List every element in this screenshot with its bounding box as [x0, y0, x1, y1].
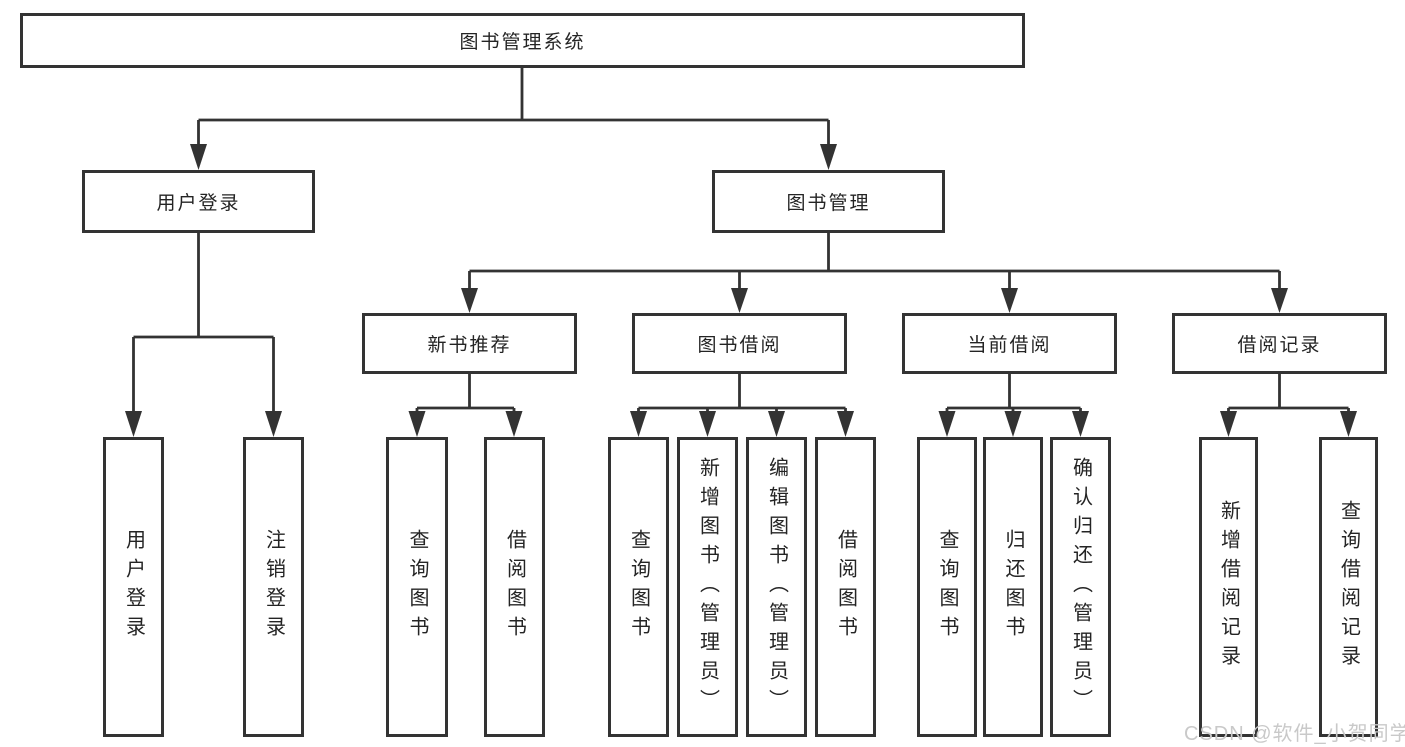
leaf-add-borrow-record: 新增借阅记录: [1199, 437, 1258, 737]
leaf-add-books-admin: 新增图书（管理员）: [677, 437, 738, 737]
node-new-book-recommend: 新书推荐: [362, 313, 577, 374]
node-label: 新增借阅记录: [1217, 500, 1240, 674]
leaf-user-login: 用户登录: [103, 437, 164, 737]
node-label: 新书推荐: [427, 335, 512, 356]
node-system-root: 图书管理系统: [20, 13, 1025, 68]
node-label: 图书借阅: [697, 335, 782, 356]
leaf-query-books: 查询图书: [386, 437, 448, 737]
node-label: 查询借阅记录: [1337, 500, 1360, 674]
node-label: 归还图书: [1002, 529, 1024, 645]
node-label: 查询图书: [936, 529, 958, 645]
node-label: 查询图书: [627, 529, 650, 645]
node-label: 编辑图书（管理员）: [765, 456, 788, 718]
node-label: 用户登录: [156, 193, 241, 214]
node-book-borrow: 图书借阅: [632, 313, 847, 374]
node-label: 新增图书（管理员）: [696, 456, 719, 718]
leaf-query-borrow-record: 查询借阅记录: [1319, 437, 1378, 737]
node-label: 查询图书: [406, 529, 428, 645]
leaf-borrow-books: 借阅图书: [484, 437, 545, 737]
node-label: 用户登录: [122, 529, 145, 645]
leaf-return-books: 归还图书: [983, 437, 1043, 737]
leaf-query-books: 查询图书: [917, 437, 977, 737]
leaf-query-books: 查询图书: [608, 437, 669, 737]
node-label: 注销登录: [262, 529, 285, 645]
node-user-login: 用户登录: [82, 170, 315, 233]
node-label: 图书管理: [786, 193, 871, 214]
arrowhead-icons: [125, 144, 1357, 437]
node-label: 确认归还（管理员）: [1069, 456, 1092, 718]
node-label: 借阅记录: [1237, 335, 1322, 356]
leaf-borrow-books: 借阅图书: [815, 437, 876, 737]
node-current-borrow: 当前借阅: [902, 313, 1117, 374]
leaf-confirm-return-admin: 确认归还（管理员）: [1050, 437, 1111, 737]
node-label: 图书管理系统: [459, 32, 586, 53]
node-borrow-record: 借阅记录: [1172, 313, 1387, 374]
node-book-management: 图书管理: [712, 170, 945, 233]
node-label: 借阅图书: [834, 529, 857, 645]
node-label: 借阅图书: [503, 529, 526, 645]
node-label: 当前借阅: [967, 335, 1052, 356]
leaf-edit-books-admin: 编辑图书（管理员）: [746, 437, 807, 737]
watermark: CSDN @软件_小贺同学: [1184, 723, 1405, 745]
leaf-logout: 注销登录: [243, 437, 304, 737]
